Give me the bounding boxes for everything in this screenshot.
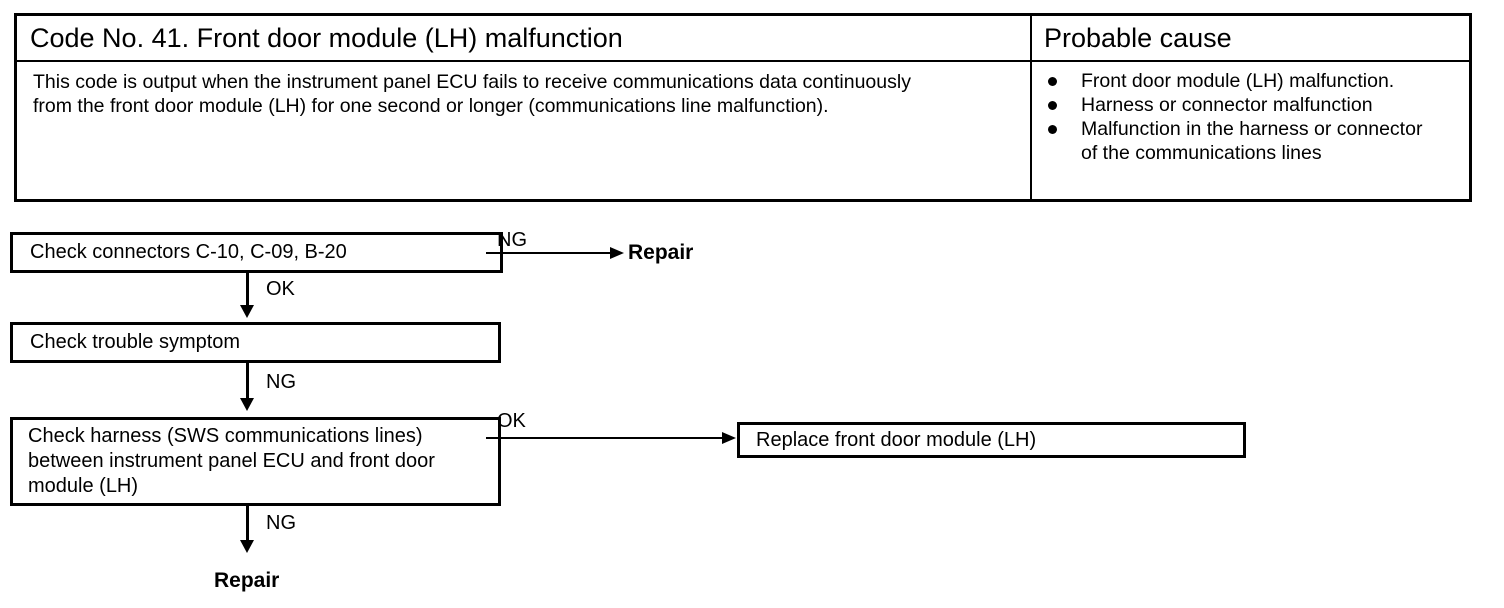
code-description: This code is output when the instrument … (17, 62, 1030, 199)
arrow-right-icon (610, 247, 624, 259)
code-description-line: This code is output when the instrument … (33, 71, 911, 93)
diagnostic-code-table: Code No. 41. Front door module (LH) malf… (14, 13, 1472, 202)
branch-label-ng: NG (497, 229, 527, 251)
bullet-icon (1048, 93, 1081, 117)
arrow-down-icon (240, 398, 254, 411)
branch-label-ok: OK (266, 278, 295, 300)
arrow-right-icon (722, 432, 736, 444)
branch-label-ok: OK (497, 410, 526, 432)
flow-box-label: Check trouble symptom (30, 331, 241, 353)
code-description-line: from the front door module (LH) for one … (33, 95, 829, 117)
flow-box-label-line: between instrument panel ECU and front d… (28, 450, 435, 472)
bullet-icon (1048, 117, 1081, 165)
flow-result-repair: Repair (628, 241, 694, 264)
arrow-right-line (486, 437, 722, 439)
arrow-down-line (246, 363, 249, 400)
flow-box-label-line: module (LH) (28, 475, 139, 497)
arrow-down-icon (240, 540, 254, 553)
probable-cause-item: Malfunction in the harness or connector … (1048, 117, 1469, 165)
flow-box-replace-module: Replace front door module (LH) (737, 422, 1246, 458)
flow-box-label: Replace front door module (LH) (756, 428, 1037, 451)
branch-label-ng: NG (266, 512, 296, 534)
probable-cause-item: Harness or connector malfunction (1048, 93, 1469, 117)
flow-box-label: Check connectors C-10, C-09, B-20 (30, 241, 347, 263)
arrow-down-icon (240, 305, 254, 318)
probable-cause-text: Malfunction in the harness or connector … (1081, 118, 1423, 164)
code-title: Code No. 41. Front door module (LH) malf… (17, 16, 1030, 62)
flow-box-check-harness: Check harness (SWS communications lines)… (10, 417, 501, 506)
probable-cause-item: Front door module (LH) malfunction. (1048, 69, 1469, 93)
probable-cause-text: Harness or connector malfunction (1081, 94, 1373, 116)
flow-box-check-trouble-symptom: Check trouble symptom (10, 322, 501, 363)
probable-cause-text: Front door module (LH) malfunction. (1081, 70, 1395, 92)
flow-box-label-line: Check harness (SWS communications lines) (28, 425, 423, 447)
probable-cause-header: Probable cause (1030, 16, 1469, 62)
flow-box-check-connectors: Check connectors C-10, C-09, B-20 (10, 232, 503, 273)
branch-label-ng: NG (266, 371, 296, 393)
arrow-down-line (246, 273, 249, 307)
flow-result-repair: Repair (214, 569, 280, 592)
arrow-right-line (486, 252, 610, 254)
probable-cause-list: Front door module (LH) malfunction. Harn… (1030, 62, 1469, 199)
arrow-down-line (246, 506, 249, 542)
bullet-icon (1048, 69, 1081, 93)
